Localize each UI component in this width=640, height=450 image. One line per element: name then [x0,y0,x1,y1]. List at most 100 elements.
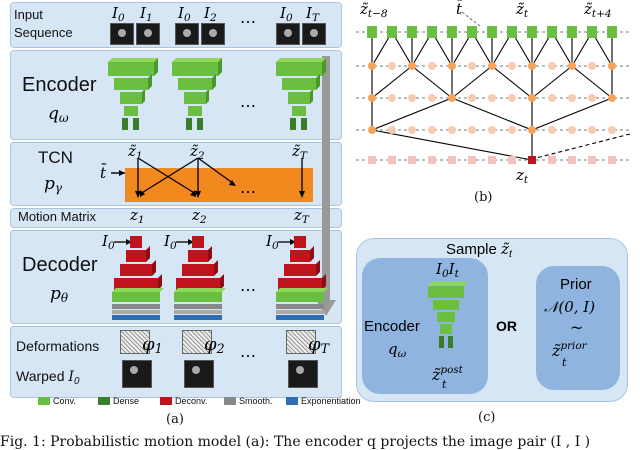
motion-z-1: z1 [130,206,145,226]
frame-label-2: I0 [178,4,191,24]
input-node [427,26,437,38]
decoder-input-T: I0 [266,232,279,252]
graph-edge [451,65,493,99]
hidden-node [368,62,376,70]
hidden-node-faded [468,126,476,134]
phi-1: φ1 [142,334,163,356]
legend-exp: Exponentiation [286,396,361,406]
decoder-input-1: I0 [102,232,115,252]
panel-a-motion-row [10,208,342,228]
panel-c-encoder-box [362,258,488,394]
hidden-node-faded [488,126,496,134]
legend-conv: Conv. [38,396,76,406]
output-node-faded [408,156,416,164]
hidden-node [608,62,616,70]
motion-matrix-label: Motion Matrix [18,209,97,224]
output-node-faded [548,156,556,164]
deformation-field [182,330,212,354]
decoder-label: Decoder [22,254,98,276]
legend-dense: Dense [98,396,139,406]
tcn-label: TCN [38,148,73,167]
input-node [447,26,457,38]
panel-c-encoder-label: Encoder [364,318,420,335]
tcn-input-1: z̃1 [128,142,143,162]
encoder-networks [108,58,326,130]
input-node [547,26,557,38]
tcn-input-2: z̃2 [190,142,205,162]
input-node [487,26,497,38]
panel-c-prior-sub: t [562,356,567,369]
hidden-node-faded [388,94,396,102]
frame-thumbnail [175,23,199,45]
graph-edge [531,65,573,99]
frame-thumbnail [302,23,326,45]
hidden-node [528,126,536,134]
hidden-node [528,62,536,70]
graph-edge [571,65,613,99]
graph-edge [371,97,453,131]
panel-c-encoder-sym: qω [388,340,407,360]
frame-label-1: I1 [140,4,153,24]
hidden-node [448,94,456,102]
hidden-node-faded [448,126,456,134]
panel-c-prior-label: Prior [560,276,592,293]
input-node [387,26,397,38]
panel-c-encoder-inputs: I0It [436,260,459,280]
decoder-ellipsis: … [240,276,256,295]
decoder-symbol: pθ [50,284,69,305]
tcn-ellipsis: … [240,178,256,197]
hidden-node-faded [548,94,556,102]
hidden-node [608,94,616,102]
panel-b-label-tbar: t̄ [456,0,463,18]
hidden-node-faded [408,126,416,134]
frame-label-4: I0 [280,4,293,24]
hidden-node-faded [388,62,396,70]
hidden-node-faded [408,94,416,102]
panel-c-prior-dist: 𝒩(0, I) [544,298,596,316]
encoder-label: Encoder [22,74,97,96]
legend-deconv: Deconv. [160,396,207,406]
warped-label: Warped I0 [16,368,80,387]
panel-b-label-zt-8: z̃t−8 [360,0,388,20]
panel-c-label: (c) [478,410,496,425]
output-node-faded [488,156,496,164]
deformations-label: Deformations [16,338,100,354]
graph-edge [371,129,533,161]
graph-edge [371,65,413,99]
hidden-node [528,94,536,102]
input-sequence-label: Input Sequence [14,7,73,40]
legend-smooth: Smooth. [224,396,273,406]
encoder-symbol: qω [48,104,69,125]
hidden-node [368,126,376,134]
hidden-node-faded [388,126,396,134]
input-node [567,26,577,38]
tcn-input-T: z̃T [292,142,307,162]
deform-ellipsis: … [240,342,256,361]
input-node [587,26,597,38]
frame-label-0: I0 [112,4,125,24]
phi-T: φT [308,334,330,356]
graph-edge [451,97,533,131]
output-node-faded [588,156,596,164]
output-node-faded [448,156,456,164]
hidden-node [568,62,576,70]
panel-c-post-sub: t [442,378,447,391]
hidden-node-faded [608,126,616,134]
input-node [527,26,537,38]
graph-edge [531,97,613,131]
panel-a-label: (a) [166,412,184,427]
panel-b-label-zt: z̃t [516,0,529,20]
hidden-node [488,62,496,70]
frame-label-3: I2 [204,4,217,24]
panel-c-prior-sym: z̃prior [552,340,587,360]
deformation-field [120,330,150,354]
deformation-field [286,330,316,354]
panel-b-label-zt+4: z̃t+4 [584,0,612,20]
frame-thumbnail [276,23,300,45]
output-node-faded [368,156,376,164]
hidden-node-faded [548,126,556,134]
tcn-dilation-graph [356,11,631,164]
encoder-ellipsis: … [240,92,256,111]
decoder-input-2: I0 [164,232,177,252]
input-node [367,26,377,38]
